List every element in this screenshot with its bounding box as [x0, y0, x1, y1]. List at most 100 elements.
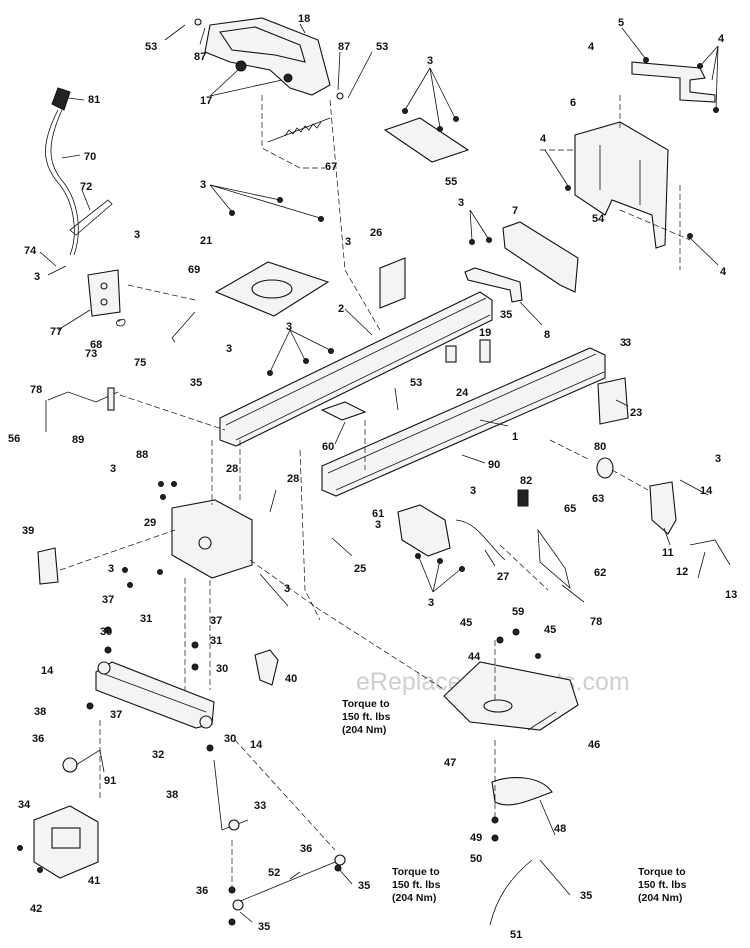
callout: 54: [592, 213, 605, 225]
part-52-tie-rod: [232, 854, 346, 911]
torque-line: 150 ft. lbs: [342, 711, 391, 723]
callout: 3: [428, 597, 434, 609]
callout: 34: [18, 799, 31, 811]
torque-note-3: Torque to 150 ft. lbs (204 Nm): [638, 866, 687, 904]
part-69-rod: [171, 311, 196, 343]
callout: 12: [676, 566, 688, 578]
callout: 37: [110, 709, 122, 721]
callout: 26: [370, 227, 382, 239]
callout: 32: [152, 749, 164, 761]
callout: 19: [479, 327, 491, 339]
callout: 40: [285, 673, 297, 685]
part-11-gear: [649, 481, 677, 535]
part-5-bracket: [631, 61, 716, 103]
callout: 35: [190, 377, 202, 389]
callout: 78: [590, 616, 602, 628]
callout: 35: [580, 890, 592, 902]
callout: 14: [41, 665, 54, 677]
callout: 37: [102, 594, 114, 606]
callout: 88: [136, 449, 148, 461]
callout: 87: [338, 41, 350, 53]
part-46-plate: [443, 661, 579, 731]
part-75-link: [107, 387, 115, 411]
callout: 30: [224, 733, 236, 745]
callout: 4: [588, 41, 595, 53]
callout: 35: [500, 309, 512, 321]
callout: 63: [592, 493, 604, 505]
part-39-bracket: [37, 547, 59, 585]
callout: 45: [544, 624, 556, 636]
callout: 3: [375, 519, 381, 531]
callout: 53: [376, 41, 388, 53]
callout: 25: [354, 563, 366, 575]
callout: 90: [488, 459, 500, 471]
callout: 77: [50, 326, 62, 338]
callout: 3: [345, 236, 351, 248]
callout: 61: [372, 508, 384, 520]
callout: 47: [444, 757, 456, 769]
part-32-axle: [95, 661, 215, 729]
callout: 51: [510, 929, 522, 941]
callout: 3: [108, 563, 114, 575]
callout: 50: [470, 853, 482, 865]
callout: 36: [32, 733, 44, 745]
callout: 3: [226, 343, 232, 355]
part-55-plate: [383, 117, 470, 163]
callout: 33: [254, 800, 266, 812]
callout: 3: [625, 337, 631, 349]
callout: 91: [104, 775, 116, 787]
torque-line: Torque to: [392, 866, 440, 878]
part-18-bracket: [194, 17, 344, 100]
callout: 18: [298, 13, 310, 25]
callout: 74: [24, 245, 37, 257]
part-24-bracket: [445, 345, 457, 363]
callout: 6: [570, 97, 576, 109]
callout: 28: [287, 473, 299, 485]
part-60-bracket: [320, 401, 367, 421]
callout: 3: [620, 337, 626, 349]
part-72-link: [69, 199, 113, 236]
part-6-panel: [574, 121, 669, 249]
part-77-bracket: [87, 269, 121, 317]
callout: 35: [258, 921, 270, 933]
callout: 4: [718, 33, 725, 45]
callout: 27: [497, 571, 509, 583]
callout: 31: [210, 635, 222, 647]
callout: 14: [250, 739, 263, 751]
callout: 53: [410, 377, 422, 389]
part-40-bracket: [254, 649, 279, 686]
callout: 59: [512, 606, 524, 618]
leader-lines: [39, 23, 719, 923]
torque-line: (204 Nm): [342, 724, 386, 736]
callout: 62: [594, 567, 606, 579]
torque-note-2: Torque to 150 ft. lbs (204 Nm): [392, 866, 441, 904]
callout: 29: [144, 517, 156, 529]
callout: 3: [200, 179, 206, 191]
part-68-clip: [116, 318, 126, 327]
callout: 7: [512, 205, 518, 217]
callout: 21: [200, 235, 212, 247]
assembly-lines: [59, 95, 691, 890]
callout: 13: [725, 589, 737, 601]
part-81-grip: [51, 87, 71, 111]
callout: 4: [540, 133, 547, 145]
part-33-spindle: [213, 759, 249, 831]
callout: 52: [268, 867, 280, 879]
callout: 35: [358, 880, 370, 892]
torque-line: (204 Nm): [392, 892, 436, 904]
callout: 70: [84, 151, 96, 163]
callout: 75: [134, 357, 146, 369]
part-7-plate: [502, 221, 579, 293]
callout: 42: [30, 903, 42, 915]
callout: 31: [140, 613, 152, 625]
part-67-spring: [267, 117, 331, 143]
callout: 38: [166, 789, 178, 801]
callout: 30: [216, 663, 228, 675]
part-26-bracket: [379, 257, 406, 309]
torque-line: Torque to: [342, 698, 390, 710]
torque-line: Torque to: [638, 866, 686, 878]
part-29-bracket: [171, 499, 253, 579]
callout: 56: [8, 433, 20, 445]
callout: 30: [100, 626, 112, 638]
